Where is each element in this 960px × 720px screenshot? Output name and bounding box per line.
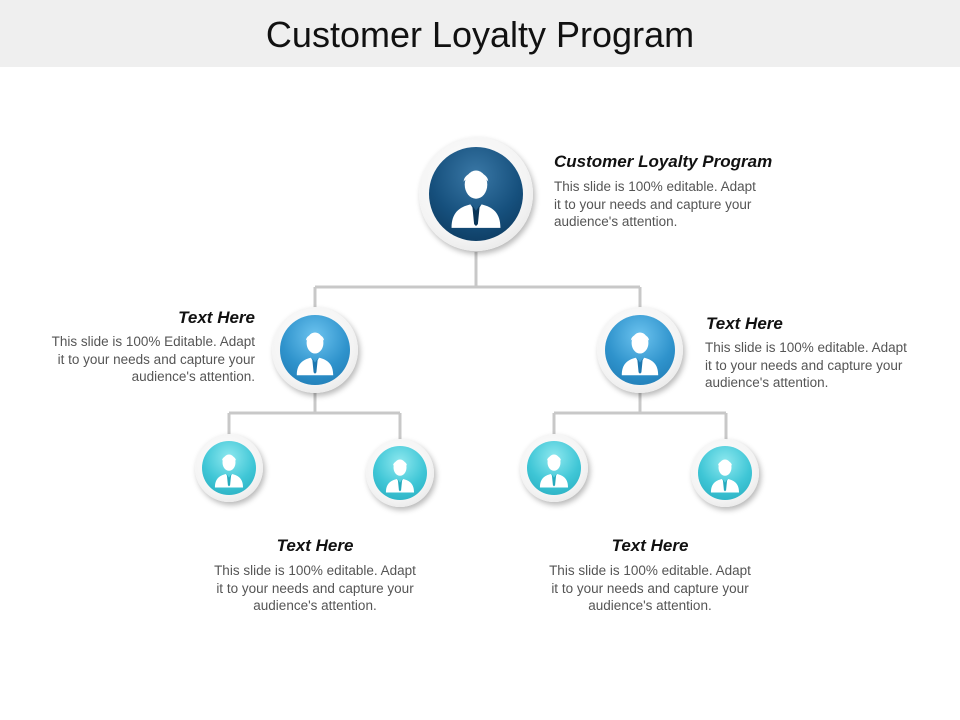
left-description-line: audience's attention.: [131, 369, 255, 384]
left-description-line: it to your needs and capture your: [57, 351, 255, 367]
bottom-left-heading: Text Here: [276, 536, 354, 555]
person-icon: [539, 454, 569, 488]
right-description: This slide is 100% editable. Adapt it to…: [705, 339, 945, 392]
leaf-node-fill: [527, 441, 581, 495]
right-description-line: audience's attention.: [705, 375, 829, 390]
leaf-node-4: [691, 439, 759, 507]
person-icon: [296, 332, 334, 376]
root-description-line: it to your needs and capture your: [554, 196, 752, 212]
root-heading: Customer Loyalty Program: [554, 152, 773, 171]
title-bar: [0, 0, 960, 67]
bottom-right-description-line: audience's attention.: [588, 598, 712, 613]
left-heading: Text Here: [178, 308, 255, 327]
right-description-line: This slide is 100% editable. Adapt: [705, 340, 907, 355]
bottom-right-description-line: This slide is 100% editable. Adapt: [549, 563, 751, 578]
bottom-left-description: This slide is 100% editable. Adapt it to…: [195, 562, 435, 615]
leaf-node-fill: [698, 446, 752, 500]
bottom-left-description-line: it to your needs and capture your: [216, 580, 414, 596]
left-node: [272, 307, 358, 393]
root-description-line: This slide is 100% editable. Adapt: [554, 179, 756, 194]
bottom-right-description: This slide is 100% editable. Adapt it to…: [530, 562, 770, 615]
bottom-left-description-line: audience's attention.: [253, 598, 377, 613]
person-icon: [214, 454, 244, 488]
root-description-line: audience's attention.: [554, 214, 678, 229]
right-node-fill: [605, 315, 675, 385]
left-node-fill: [280, 315, 350, 385]
root-node: [419, 137, 533, 251]
leaf-node-1: [195, 434, 263, 502]
leaf-node-fill: [202, 441, 256, 495]
right-node: [597, 307, 683, 393]
left-description: This slide is 100% Editable. Adapt it to…: [15, 333, 255, 386]
leaf-node-fill: [373, 446, 427, 500]
bottom-right-heading: Text Here: [611, 536, 689, 555]
bottom-right-description-line: it to your needs and capture your: [551, 580, 749, 596]
slide-title: Customer Loyalty Program: [265, 14, 695, 55]
right-heading: Text Here: [706, 314, 783, 333]
right-description-line: it to your needs and capture your: [705, 357, 903, 373]
left-description-line: This slide is 100% Editable. Adapt: [51, 334, 255, 349]
leaf-node-3: [520, 434, 588, 502]
person-icon: [451, 170, 501, 228]
root-description: This slide is 100% editable. Adapt it to…: [554, 178, 794, 231]
leaf-node-2: [366, 439, 434, 507]
root-node-fill: [429, 147, 523, 241]
person-icon: [710, 459, 740, 493]
person-icon: [621, 332, 659, 376]
person-icon: [385, 459, 415, 493]
bottom-left-description-line: This slide is 100% editable. Adapt: [214, 563, 416, 578]
